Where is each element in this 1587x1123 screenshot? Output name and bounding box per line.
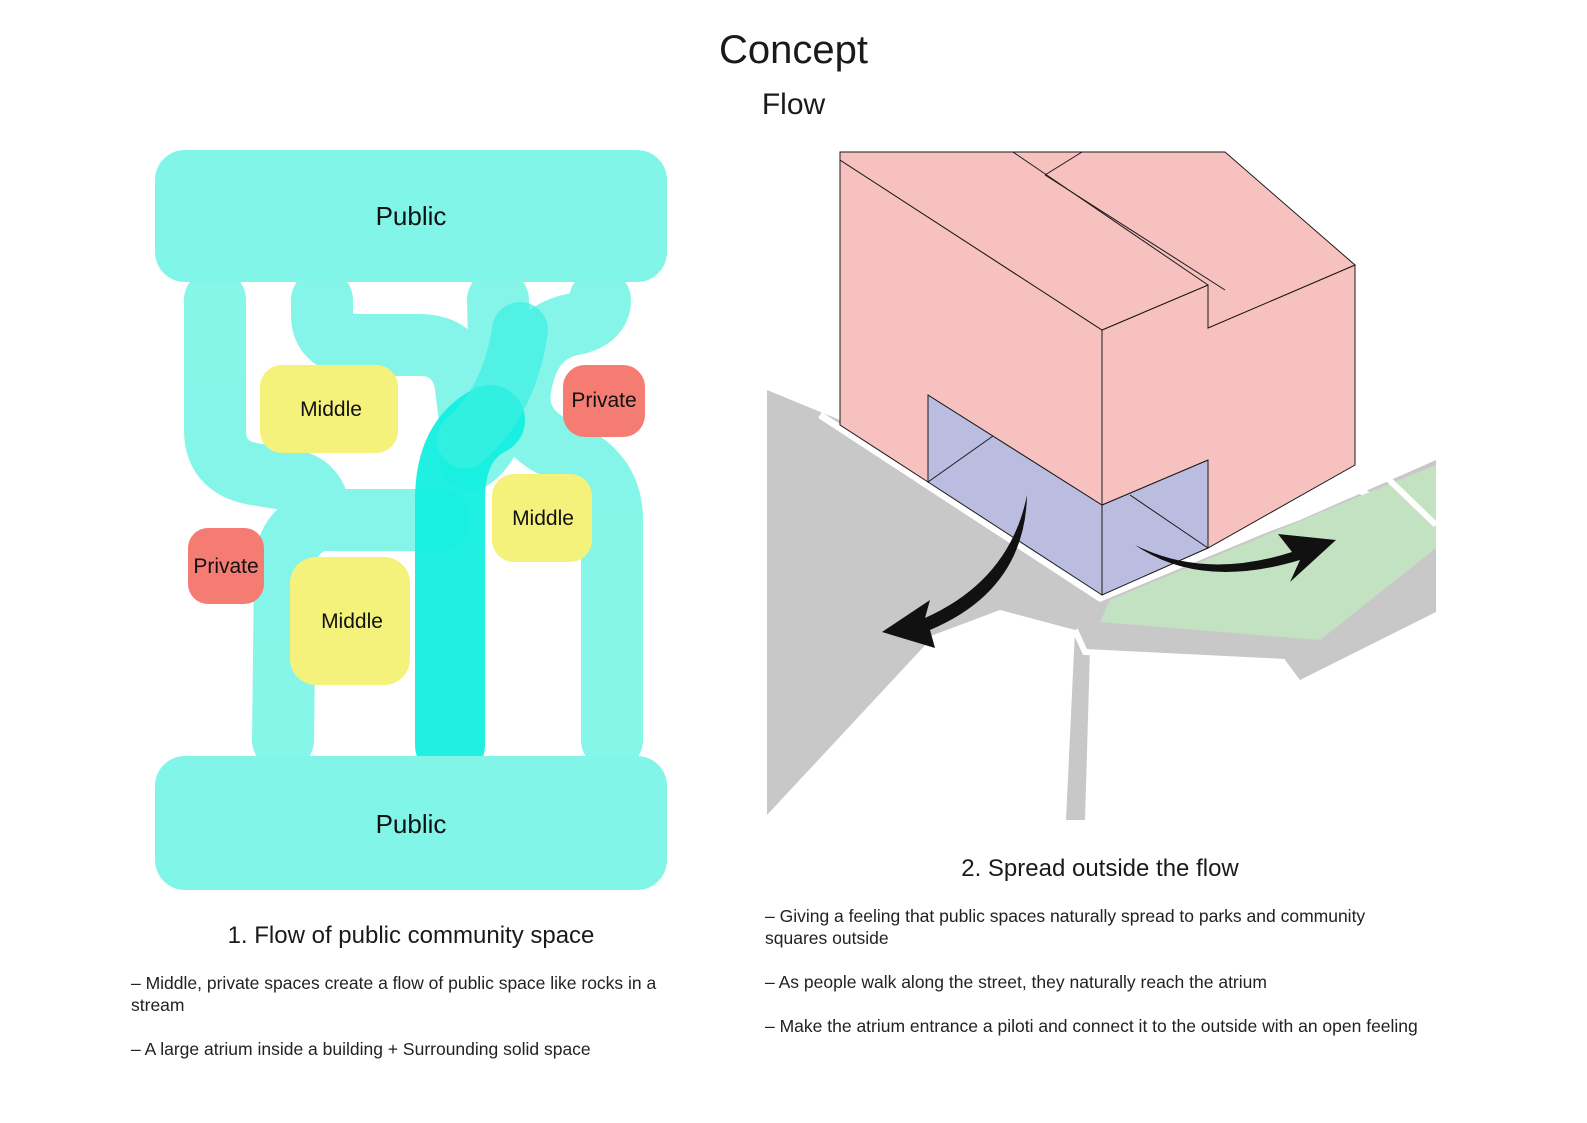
private-block-2 bbox=[188, 528, 264, 604]
page-subtitle: Flow bbox=[761, 88, 826, 121]
page-title: Concept bbox=[719, 28, 868, 72]
label-public-top: Public bbox=[376, 201, 447, 231]
flow-path-left-lower bbox=[252, 489, 351, 771]
label-middle-2: Middle bbox=[512, 507, 574, 530]
atrium-flow-upper bbox=[437, 302, 548, 468]
public-block-top bbox=[155, 150, 667, 282]
park-area bbox=[1100, 465, 1436, 640]
arrow-to-park bbox=[1135, 534, 1336, 582]
note-flow-2: – A large atrium inside a building + Sur… bbox=[131, 1039, 591, 1059]
arrow-to-street bbox=[882, 495, 1027, 648]
atrium-flow bbox=[415, 385, 525, 780]
label-private-1: Private bbox=[571, 389, 636, 412]
middle-block-2 bbox=[492, 474, 592, 562]
note-spread-3: – Make the atrium entrance a piloti and … bbox=[765, 1016, 1418, 1036]
piloti-edge-1 bbox=[927, 435, 994, 483]
private-block-1 bbox=[563, 365, 645, 437]
label-private-2: Private bbox=[193, 555, 258, 578]
street-divider bbox=[1072, 628, 1286, 665]
building-diagram bbox=[767, 151, 1439, 820]
middle-block-1 bbox=[260, 365, 398, 453]
caption-spread: 2. Spread outside the flow bbox=[961, 855, 1239, 882]
label-middle-3: Middle bbox=[321, 610, 383, 633]
notes-spread: – Giving a feeling that public spaces na… bbox=[765, 905, 1425, 1059]
note-spread-2: – As people walk along the street, they … bbox=[765, 972, 1267, 992]
roof-ridge-2 bbox=[1044, 151, 1083, 176]
public-block-bottom bbox=[155, 756, 667, 890]
street-area bbox=[767, 390, 1436, 820]
middle-block-3 bbox=[290, 557, 410, 685]
note-flow-1: – Middle, private spaces create a flow o… bbox=[131, 973, 657, 1015]
roof-ridge-3 bbox=[1044, 174, 1226, 291]
park-path bbox=[1353, 445, 1439, 528]
flow-path-upper-middle bbox=[291, 269, 501, 451]
label-public-bottom: Public bbox=[376, 809, 447, 839]
street-lower-left bbox=[767, 560, 930, 815]
caption-flow: 1. Flow of public community space bbox=[227, 922, 595, 949]
notes-flow: – Middle, private spaces create a flow o… bbox=[131, 972, 701, 1082]
flow-diagram: Public Public Middle Middle Middle Priva… bbox=[155, 150, 667, 890]
label-middle-1: Middle bbox=[300, 398, 362, 421]
building-roof bbox=[839, 151, 1356, 331]
note-spread-1: – Giving a feeling that public spaces na… bbox=[765, 906, 1366, 948]
piloti-edge-2 bbox=[1129, 494, 1209, 549]
